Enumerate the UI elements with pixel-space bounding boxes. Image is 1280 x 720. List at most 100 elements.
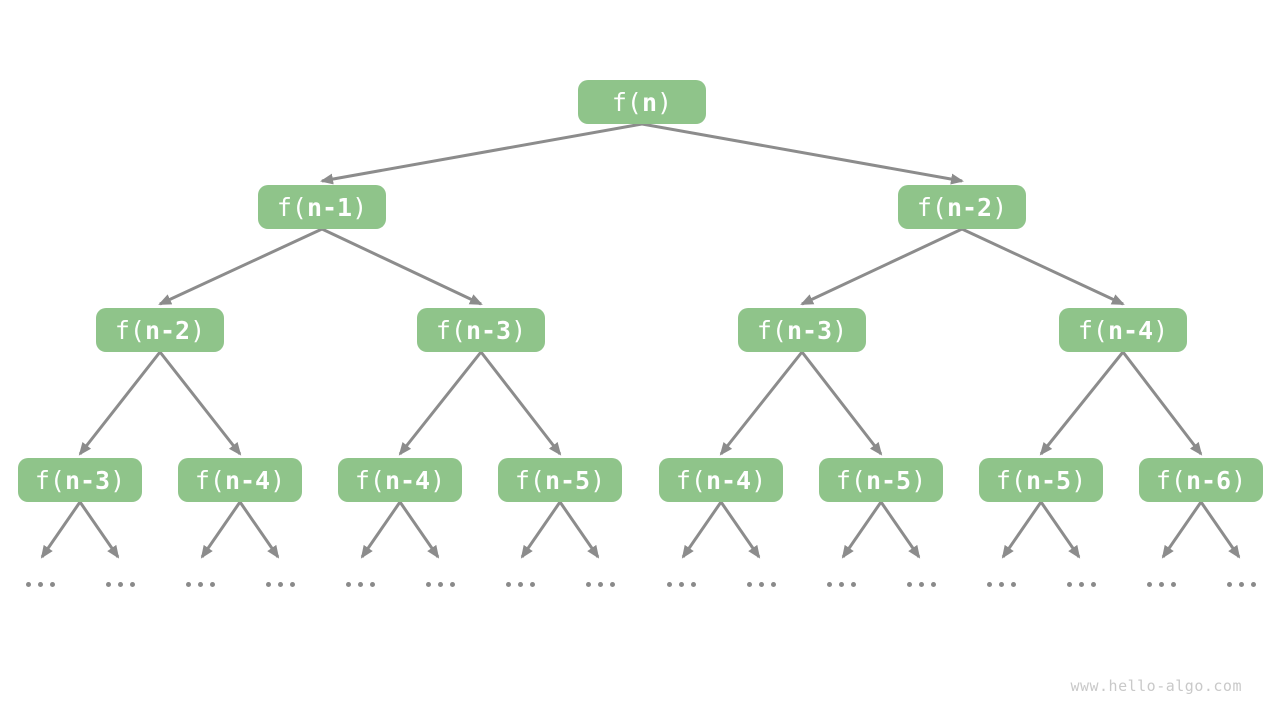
ellipsis-dots xyxy=(266,582,295,587)
node-label-suffix: ) xyxy=(1153,315,1169,345)
node-label-prefix: f( xyxy=(611,87,642,117)
dot xyxy=(438,582,443,587)
ellipsis-dots xyxy=(987,582,1016,587)
dot xyxy=(370,582,375,587)
node-label-suffix: ) xyxy=(1071,465,1087,495)
dot xyxy=(839,582,844,587)
tree-node: f(n-3) xyxy=(417,308,545,352)
dot xyxy=(1067,582,1072,587)
dot xyxy=(426,582,431,587)
tree-node: f(n-2) xyxy=(96,308,224,352)
ellipsis-dots xyxy=(1067,582,1096,587)
edge-arrow xyxy=(158,351,242,456)
edge-arrow xyxy=(800,227,963,306)
node-label-prefix: f( xyxy=(835,465,866,495)
ellipsis-dots xyxy=(106,582,135,587)
edge-arrow xyxy=(719,351,804,456)
node-label-prefix: f( xyxy=(34,465,65,495)
dot xyxy=(907,582,912,587)
tree-node: f(n-6) xyxy=(1139,458,1263,502)
dot xyxy=(919,582,924,587)
ellipsis-dots xyxy=(426,582,455,587)
dot xyxy=(1147,582,1152,587)
tree-node: f(n-4) xyxy=(1059,308,1187,352)
edge-arrow xyxy=(360,501,402,559)
node-label-suffix: ) xyxy=(657,87,673,117)
edge-arrow xyxy=(1039,351,1125,456)
edge-arrow xyxy=(520,501,562,559)
edge-arrow xyxy=(398,501,440,559)
tree-node: f(n-4) xyxy=(659,458,783,502)
edge-arrow xyxy=(641,122,964,185)
node-label-prefix: f( xyxy=(675,465,706,495)
dot xyxy=(999,582,1004,587)
edge-arrow xyxy=(200,501,242,559)
dot xyxy=(210,582,215,587)
ellipsis-dots xyxy=(26,582,55,587)
dot xyxy=(518,582,523,587)
edge-arrow xyxy=(800,351,883,456)
dot xyxy=(1171,582,1176,587)
tree-node: f(n-2) xyxy=(898,185,1026,229)
tree-node: f(n-3) xyxy=(18,458,142,502)
ellipsis-dots xyxy=(506,582,535,587)
dot xyxy=(610,582,615,587)
tree-node: f(n-4) xyxy=(338,458,462,502)
node-label-argument: n-4 xyxy=(1107,315,1154,345)
dot xyxy=(771,582,776,587)
dot xyxy=(118,582,123,587)
ellipsis-dots xyxy=(586,582,615,587)
edge-arrow xyxy=(1199,501,1241,559)
dot xyxy=(530,582,535,587)
node-label-argument: n-3 xyxy=(465,315,512,345)
node-label-suffix: ) xyxy=(1231,465,1247,495)
node-label-prefix: f( xyxy=(194,465,225,495)
node-label-argument: n-3 xyxy=(786,315,833,345)
node-label-argument: n-2 xyxy=(946,192,993,222)
dot xyxy=(679,582,684,587)
node-label-suffix: ) xyxy=(352,192,368,222)
node-label-argument: n-2 xyxy=(144,315,191,345)
dot xyxy=(598,582,603,587)
tree-node: f(n) xyxy=(578,80,706,124)
watermark: www.hello-algo.com xyxy=(1070,677,1242,695)
dot xyxy=(266,582,271,587)
edge-arrow xyxy=(961,227,1125,306)
tree-node: f(n-3) xyxy=(738,308,866,352)
node-label-prefix: f( xyxy=(114,315,145,345)
edge-arrow xyxy=(1001,501,1043,559)
dot xyxy=(827,582,832,587)
node-label-suffix: ) xyxy=(190,315,206,345)
tree-node: f(n-5) xyxy=(819,458,943,502)
node-label-prefix: f( xyxy=(995,465,1026,495)
ellipsis-dots xyxy=(667,582,696,587)
dot xyxy=(358,582,363,587)
node-label-suffix: ) xyxy=(590,465,606,495)
edge-arrow xyxy=(40,501,82,559)
tree-node: f(n-5) xyxy=(979,458,1103,502)
node-label-prefix: f( xyxy=(756,315,787,345)
edge-arrow xyxy=(1039,501,1081,559)
node-label-argument: n-6 xyxy=(1185,465,1232,495)
dot xyxy=(278,582,283,587)
edge-arrow xyxy=(1161,501,1203,559)
dot xyxy=(26,582,31,587)
node-label-prefix: f( xyxy=(1155,465,1186,495)
dot xyxy=(851,582,856,587)
ellipsis-dots xyxy=(186,582,215,587)
node-label-suffix: ) xyxy=(751,465,767,495)
tree-node: f(n-1) xyxy=(258,185,386,229)
dot xyxy=(198,582,203,587)
edge-arrow xyxy=(320,122,643,185)
dot xyxy=(450,582,455,587)
dot xyxy=(106,582,111,587)
dot xyxy=(1239,582,1244,587)
dot xyxy=(1227,582,1232,587)
node-label-prefix: f( xyxy=(276,192,307,222)
dot xyxy=(691,582,696,587)
tree-node: f(n-5) xyxy=(498,458,622,502)
tree-node: f(n-4) xyxy=(178,458,302,502)
edge-arrow xyxy=(238,501,280,559)
node-label-prefix: f( xyxy=(916,192,947,222)
edge-arrow xyxy=(321,227,483,306)
